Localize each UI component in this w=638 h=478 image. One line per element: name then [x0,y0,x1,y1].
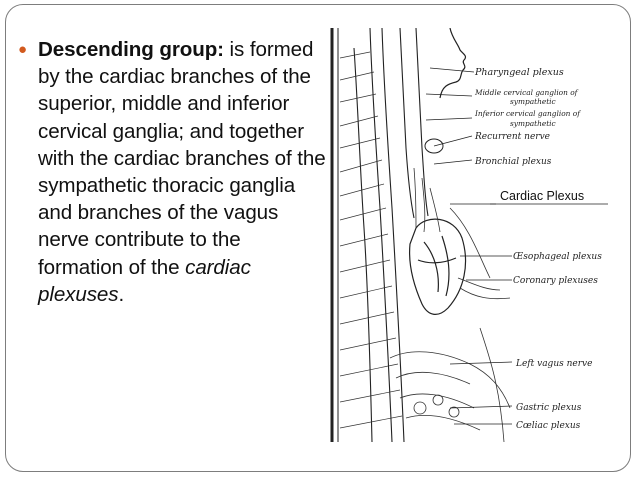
label-gastric-plexus: Gastric plexus [516,403,582,413]
label-inferior-cervical-2: sympathetic [510,119,556,128]
anatomy-illustration: Pharyngeal plexus Middle cervical gangli… [330,28,608,442]
abdominal-plexus [389,327,511,442]
face-outline [439,28,467,99]
label-coeliac-plexus: Cœliac plexus [516,421,581,431]
label-coronary-plexuses: Coronary plexuses [513,276,598,286]
bullet-emphasis: cardiac plexuses [38,255,251,306]
label-middle-cervical-2: sympathetic [510,97,556,106]
label-left-vagus-nerve: Left vagus nerve [515,359,592,369]
heart-shape [409,218,467,315]
bullet-marker-icon: ● [18,41,27,58]
bullet-heading: Descending group: [38,38,224,61]
neck-structures [353,28,429,442]
spine-edge [330,28,339,442]
label-leader-lines [425,67,608,425]
label-inferior-cervical-1: Inferior cervical ganglion of [474,109,581,118]
slide-frame [5,4,631,472]
label-pharyngeal-plexus: Pharyngeal plexus [474,67,564,78]
cardiac-branches [413,167,511,300]
label-oesophageal-plexus: Œsophageal plexus [513,252,602,262]
nerve-hatching [339,51,403,429]
bullet-body: is formed by the cardiac branches of the… [38,38,326,279]
label-cardiac-plexus: Cardiac Plexus [500,189,584,203]
thyroid-gland [424,138,444,154]
bullet-paragraph: ● Descending group: is formed by the car… [18,36,326,308]
label-bronchial-plexus: Bronchial plexus [474,157,552,167]
bullet-end: . [118,282,125,306]
label-middle-cervical-1: Middle cervical ganglion of [474,88,579,97]
label-recurrent-nerve: Recurrent nerve [474,132,550,142]
